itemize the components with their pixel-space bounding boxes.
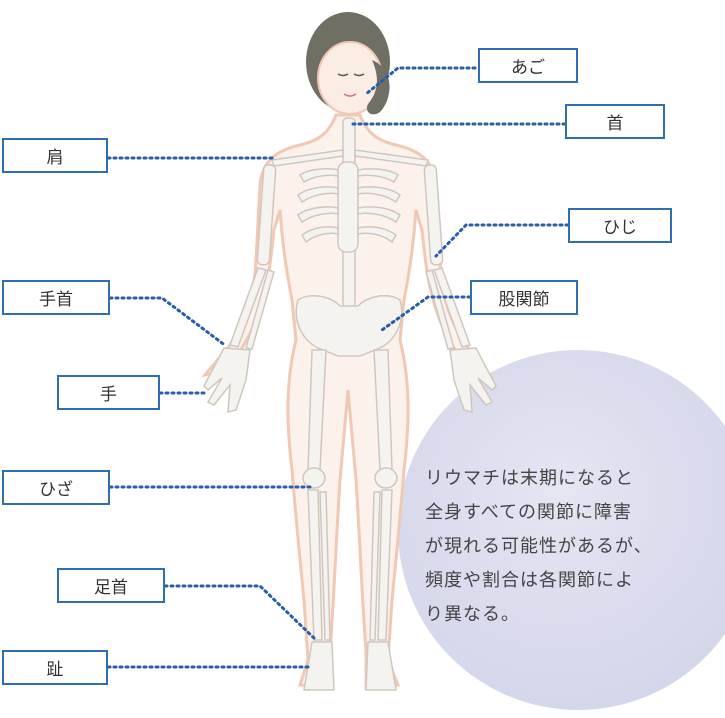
label-hiza: ひざ [2,470,110,505]
label-te: 手 [57,375,160,410]
note-line: 全身すべての関節に障害 [425,496,715,530]
leader-hiji [436,225,568,256]
label-kokansetsu: 股関節 [470,280,578,315]
leader-ashikubi [165,586,316,640]
note-line: が現れる可能性があるが、 [425,530,715,564]
head-icon [306,12,390,114]
note-line: リウマチは末期になると [425,462,715,496]
label-hiji: ひじ [568,208,672,243]
label-kubi: 首 [565,104,665,139]
label-ashikubi: 足首 [57,568,165,603]
label-yubi: 趾 [2,650,108,685]
note-line: り異なる。 [425,598,715,632]
note-line: 頻度や割合は各関節によ [425,564,715,598]
leader-tekubi [110,298,226,346]
label-ago: あご [478,48,578,83]
label-tekubi: 手首 [2,280,110,315]
label-kata: 肩 [2,138,108,173]
rheumatism-note: リウマチは末期になると 全身すべての関節に障害 が現れる可能性があるが、 頻度や… [425,462,715,632]
